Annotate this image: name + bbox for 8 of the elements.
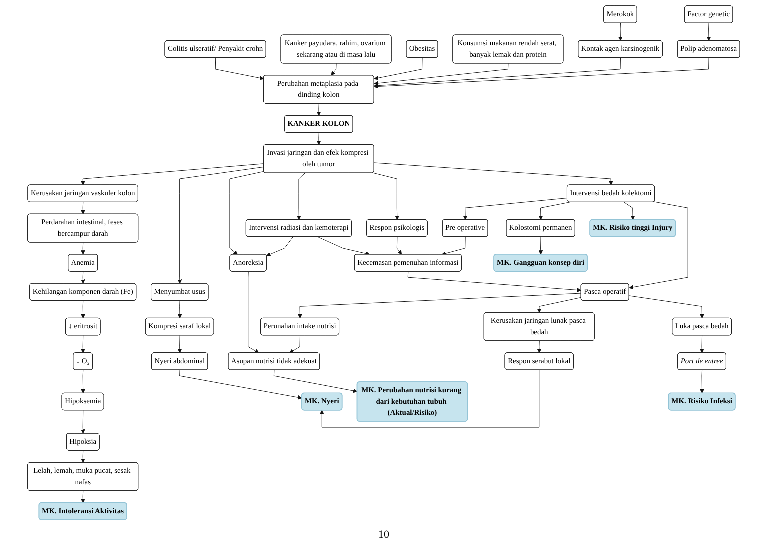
- page-number: 10: [378, 529, 390, 541]
- arrow: [215, 58, 264, 80]
- arrow: [700, 370, 704, 394]
- arrow: [81, 490, 86, 504]
- arrow: [318, 236, 370, 256]
- arrow: [180, 370, 302, 400]
- arrow: [81, 300, 86, 319]
- arrow: [624, 202, 636, 220]
